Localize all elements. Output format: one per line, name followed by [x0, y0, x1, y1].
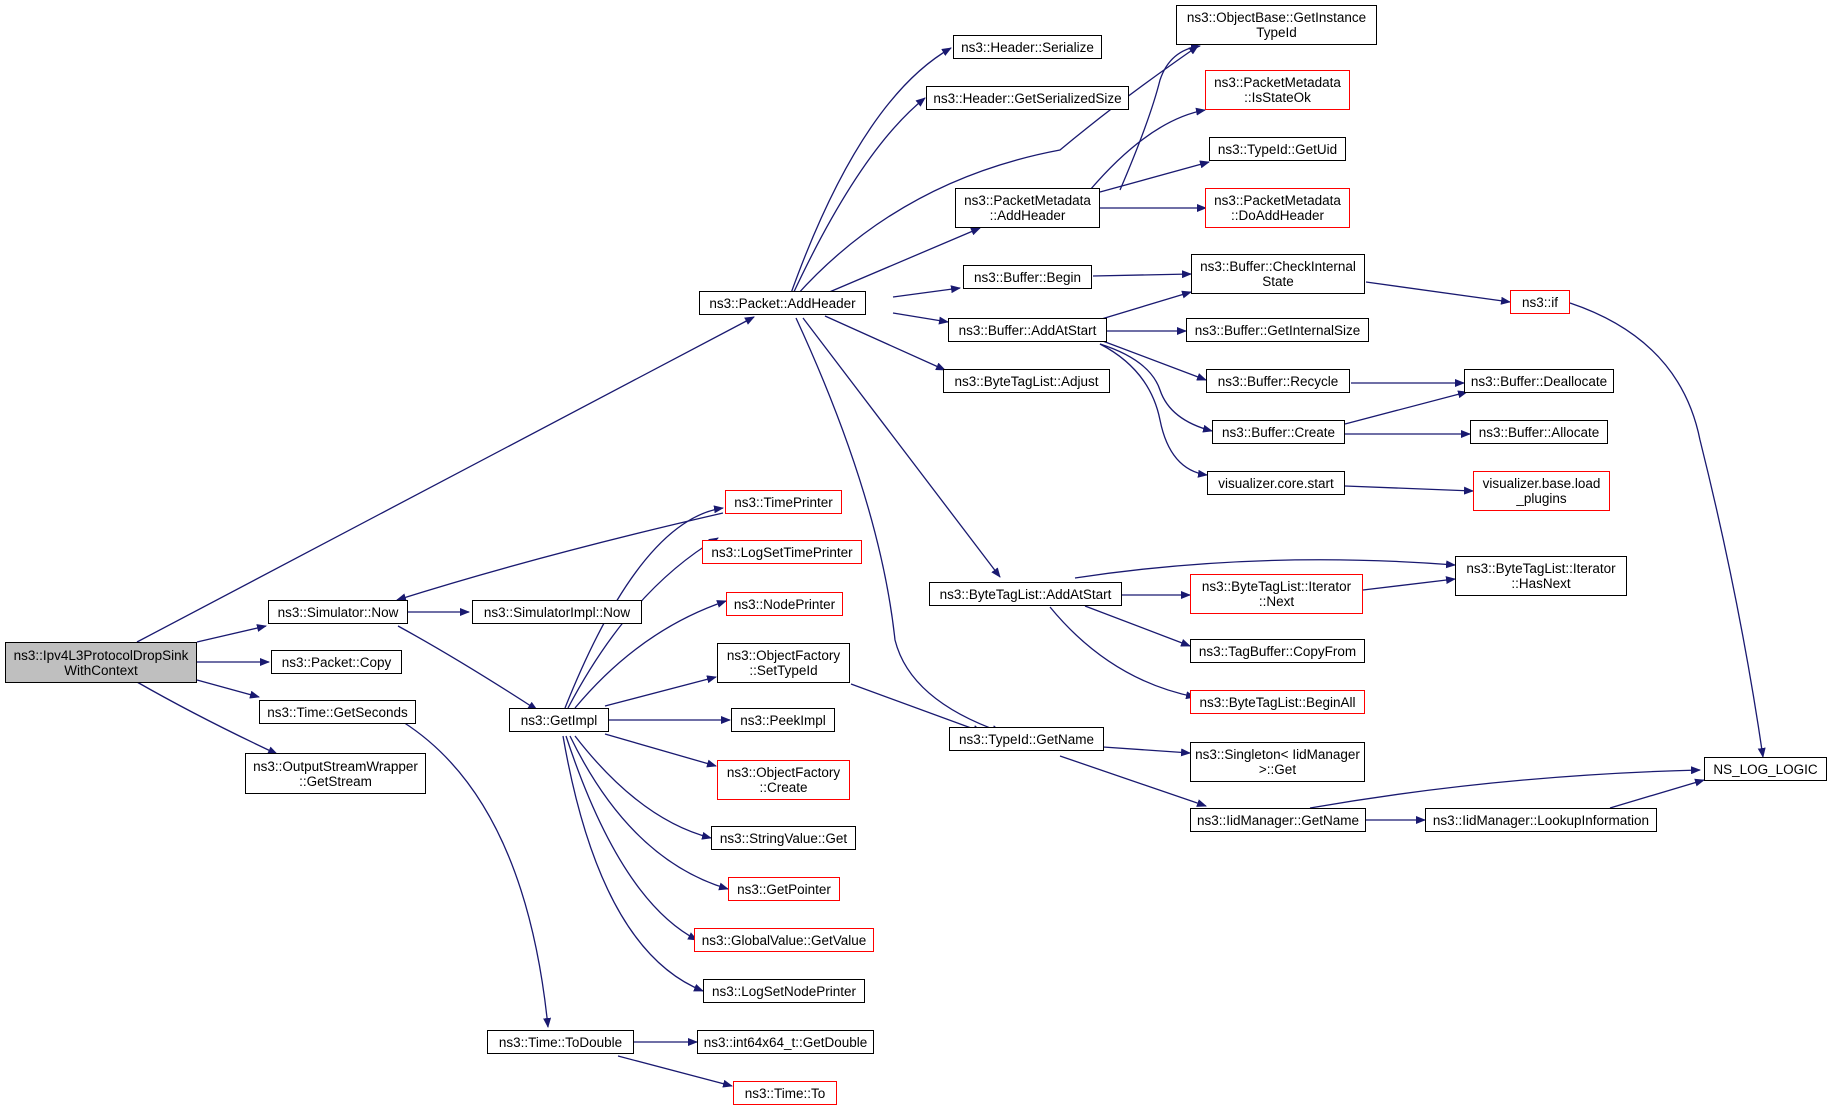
node-time-todouble[interactable]: ns3::Time::ToDouble [487, 1030, 634, 1054]
node-stringvalue-get[interactable]: ns3::StringValue::Get [711, 826, 856, 850]
node-getimpl[interactable]: ns3::GetImpl [509, 708, 609, 732]
edge-getimpl-to-globalvalue-getvalue [565, 735, 698, 941]
edge-buffer-addatstart-to-buffer-recycle [1099, 339, 1207, 381]
edge-getimpl-to-objectfactory-settypeid [604, 675, 717, 707]
node-time-getseconds[interactable]: ns3::Time::GetSeconds [259, 700, 416, 724]
edge-packet-addheader-to-objectbase-getinstancetypeid [795, 45, 1199, 297]
node-simulator-now[interactable]: ns3::Simulator::Now [268, 600, 408, 624]
edge-btl-iter-next-to-btl-iter-hasnext [1362, 576, 1456, 591]
edge-btl-addatstart-to-btl-beginall [1049, 606, 1196, 700]
node-header-getserializedsize[interactable]: ns3::Header::GetSerializedSize [926, 86, 1129, 110]
edge-packet-addheader-to-header-getserializedsize [791, 97, 926, 297]
node-ns-log-logic[interactable]: NS_LOG_LOGIC [1704, 757, 1827, 781]
edge-btl-addatstart-to-tagbuffer-copyfrom [1084, 605, 1191, 647]
node-buffer-getinternalsize[interactable]: ns3::Buffer::GetInternalSize [1186, 318, 1369, 342]
edge-checkinternalstate-to-ns3-if [1365, 281, 1511, 305]
edge-pm-addheader-to-pm-isstateok [1089, 107, 1206, 191]
node-iidmanager-getname[interactable]: ns3::IidManager::GetName [1190, 808, 1366, 832]
node-btl-iter-hasnext[interactable]: ns3::ByteTagList::Iterator ::HasNext [1455, 556, 1627, 596]
edge-getimpl-to-objectfactory-create [604, 733, 717, 768]
node-peekimpl[interactable]: ns3::PeekImpl [731, 708, 835, 732]
edge-buffer-addatstart-to-buffer-create [1099, 343, 1213, 433]
node-buffer-create[interactable]: ns3::Buffer::Create [1212, 420, 1345, 444]
node-globalvalue-getvalue[interactable]: ns3::GlobalValue::GetValue [694, 928, 874, 952]
node-int64-getdouble[interactable]: ns3::int64x64_t::GetDouble [697, 1030, 874, 1054]
node-iidmanager-lookupinfo[interactable]: ns3::IidManager::LookupInformation [1425, 808, 1657, 832]
edge-timeprinter-to-simulator-now [396, 512, 724, 602]
node-nodeprinter[interactable]: ns3::NodePrinter [726, 592, 843, 616]
edge-simulator-now-to-getimpl [397, 625, 538, 711]
node-buffer-deallocate[interactable]: ns3::Buffer::Deallocate [1464, 369, 1614, 393]
node-pm-isstateok[interactable]: ns3::PacketMetadata ::IsStateOk [1205, 70, 1350, 110]
node-objectfactory-settypeid[interactable]: ns3::ObjectFactory ::SetTypeId [717, 643, 850, 683]
edge-pm-addheader-to-typeid-getuid [1099, 160, 1210, 193]
node-btl-adjust[interactable]: ns3::ByteTagList::Adjust [943, 369, 1110, 393]
node-buffer-allocate[interactable]: ns3::Buffer::Allocate [1470, 420, 1608, 444]
node-objectbase-getinstancetypeid[interactable]: ns3::ObjectBase::GetInstance TypeId [1176, 5, 1377, 45]
node-logsettimeprinter[interactable]: ns3::LogSetTimePrinter [702, 540, 862, 564]
edge-pm-addheader-to-objectbase-getinstancetypeid [1119, 43, 1201, 191]
node-btl-iter-next[interactable]: ns3::ByteTagList::Iterator ::Next [1190, 574, 1363, 614]
node-buffer-addatstart[interactable]: ns3::Buffer::AddAtStart [948, 318, 1107, 342]
node-vis-base-loadplugins[interactable]: visualizer.base.load _plugins [1473, 471, 1610, 511]
node-header-serialize[interactable]: ns3::Header::Serialize [953, 35, 1102, 59]
edge-getimpl-to-logsetnodeprinter [562, 735, 704, 992]
edge-getimpl-to-getpointer [569, 735, 729, 891]
edge-packet-addheader-to-btl-adjust [824, 315, 946, 371]
node-btl-addatstart[interactable]: ns3::ByteTagList::AddAtStart [929, 582, 1122, 606]
edge-buffer-addatstart-to-vis-core-start [1099, 343, 1208, 478]
node-timeprinter[interactable]: ns3::TimePrinter [725, 490, 842, 514]
node-pm-addheader[interactable]: ns3::PacketMetadata ::AddHeader [955, 188, 1100, 228]
edge-packet-addheader-to-buffer-begin [892, 285, 961, 298]
node-typeid-getuid[interactable]: ns3::TypeId::GetUid [1209, 137, 1346, 161]
edge-typeid-getname-to-iidmanager-getname [1059, 755, 1207, 807]
node-buffer-begin[interactable]: ns3::Buffer::Begin [963, 265, 1092, 289]
node-ns3-if[interactable]: ns3::if [1510, 290, 1570, 314]
edge-packet-addheader-to-header-serialize [789, 47, 952, 297]
node-time-to[interactable]: ns3::Time::To [733, 1081, 837, 1105]
edge-packet-addheader-to-btl-addatstart [802, 317, 1001, 578]
node-root[interactable]: ns3::Ipv4L3ProtocolDropSink WithContext [5, 642, 197, 683]
edge-getimpl-to-nodeprinter [574, 600, 727, 709]
node-logsetnodeprinter[interactable]: ns3::LogSetNodePrinter [703, 979, 865, 1003]
node-packet-copy[interactable]: ns3::Packet::Copy [271, 650, 402, 674]
node-getpointer[interactable]: ns3::GetPointer [728, 877, 840, 901]
node-packet-addheader[interactable]: ns3::Packet::AddHeader [699, 291, 866, 315]
edge-vis-core-start-to-vis-base-loadplugins [1344, 485, 1474, 495]
edge-time-getseconds-to-time-todouble [402, 721, 552, 1028]
edge-root-to-time-getseconds [196, 679, 260, 699]
edge-iidmanager-lookupinfo-to-ns-log-logic [1609, 778, 1705, 809]
edge-ns3-if-to-ns-log-logic [1569, 302, 1766, 758]
edge-buffer-begin-to-buffer-checkinternalstate [1092, 270, 1192, 279]
node-outputstream-getstream[interactable]: ns3::OutputStreamWrapper ::GetStream [245, 753, 426, 794]
edge-root-to-packet-addheader [136, 316, 755, 643]
node-btl-beginall[interactable]: ns3::ByteTagList::BeginAll [1190, 690, 1365, 714]
edge-btl-addatstart-to-btl-iter-hasnext [1074, 559, 1456, 579]
edge-todouble-to-time-to [617, 1055, 733, 1088]
edge-packet-addheader-to-buffer-addatstart [892, 312, 949, 325]
node-typeid-getname[interactable]: ns3::TypeId::GetName [949, 727, 1104, 751]
node-buffer-checkinternalstate[interactable]: ns3::Buffer::CheckInternal State [1191, 254, 1365, 294]
node-buffer-recycle[interactable]: ns3::Buffer::Recycle [1206, 369, 1350, 393]
edge-typeid-getname-to-singleton-get [1102, 746, 1191, 757]
edge-getimpl-to-stringvalue-get [574, 735, 712, 840]
edge-getimpl-to-timeprinter [564, 505, 724, 709]
node-singleton-get[interactable]: ns3::Singleton< IidManager >::Get [1190, 742, 1365, 782]
node-vis-core-start[interactable]: visualizer.core.start [1207, 471, 1345, 495]
edge-buffer-create-to-buffer-deallocate [1344, 390, 1468, 425]
edge-packet-addheader-to-typeid-getname [795, 317, 1002, 733]
node-tagbuffer-copyfrom[interactable]: ns3::TagBuffer::CopyFrom [1190, 639, 1365, 663]
node-simulatorimpl-now[interactable]: ns3::SimulatorImpl::Now [472, 600, 642, 624]
edge-packet-addheader-to-pm-addheader [819, 227, 981, 297]
node-objectfactory-create[interactable]: ns3::ObjectFactory ::Create [717, 760, 850, 800]
node-pm-doaddheader[interactable]: ns3::PacketMetadata ::DoAddHeader [1205, 188, 1350, 228]
edge-root-to-outputstream-getstream [136, 681, 278, 755]
edge-objectfactory-settypeid-to-typeid-getname [850, 683, 983, 733]
edge-iidmanager-getname-to-ns-log-logic [1309, 766, 1701, 809]
edge-root-to-simulator-now [196, 624, 267, 643]
